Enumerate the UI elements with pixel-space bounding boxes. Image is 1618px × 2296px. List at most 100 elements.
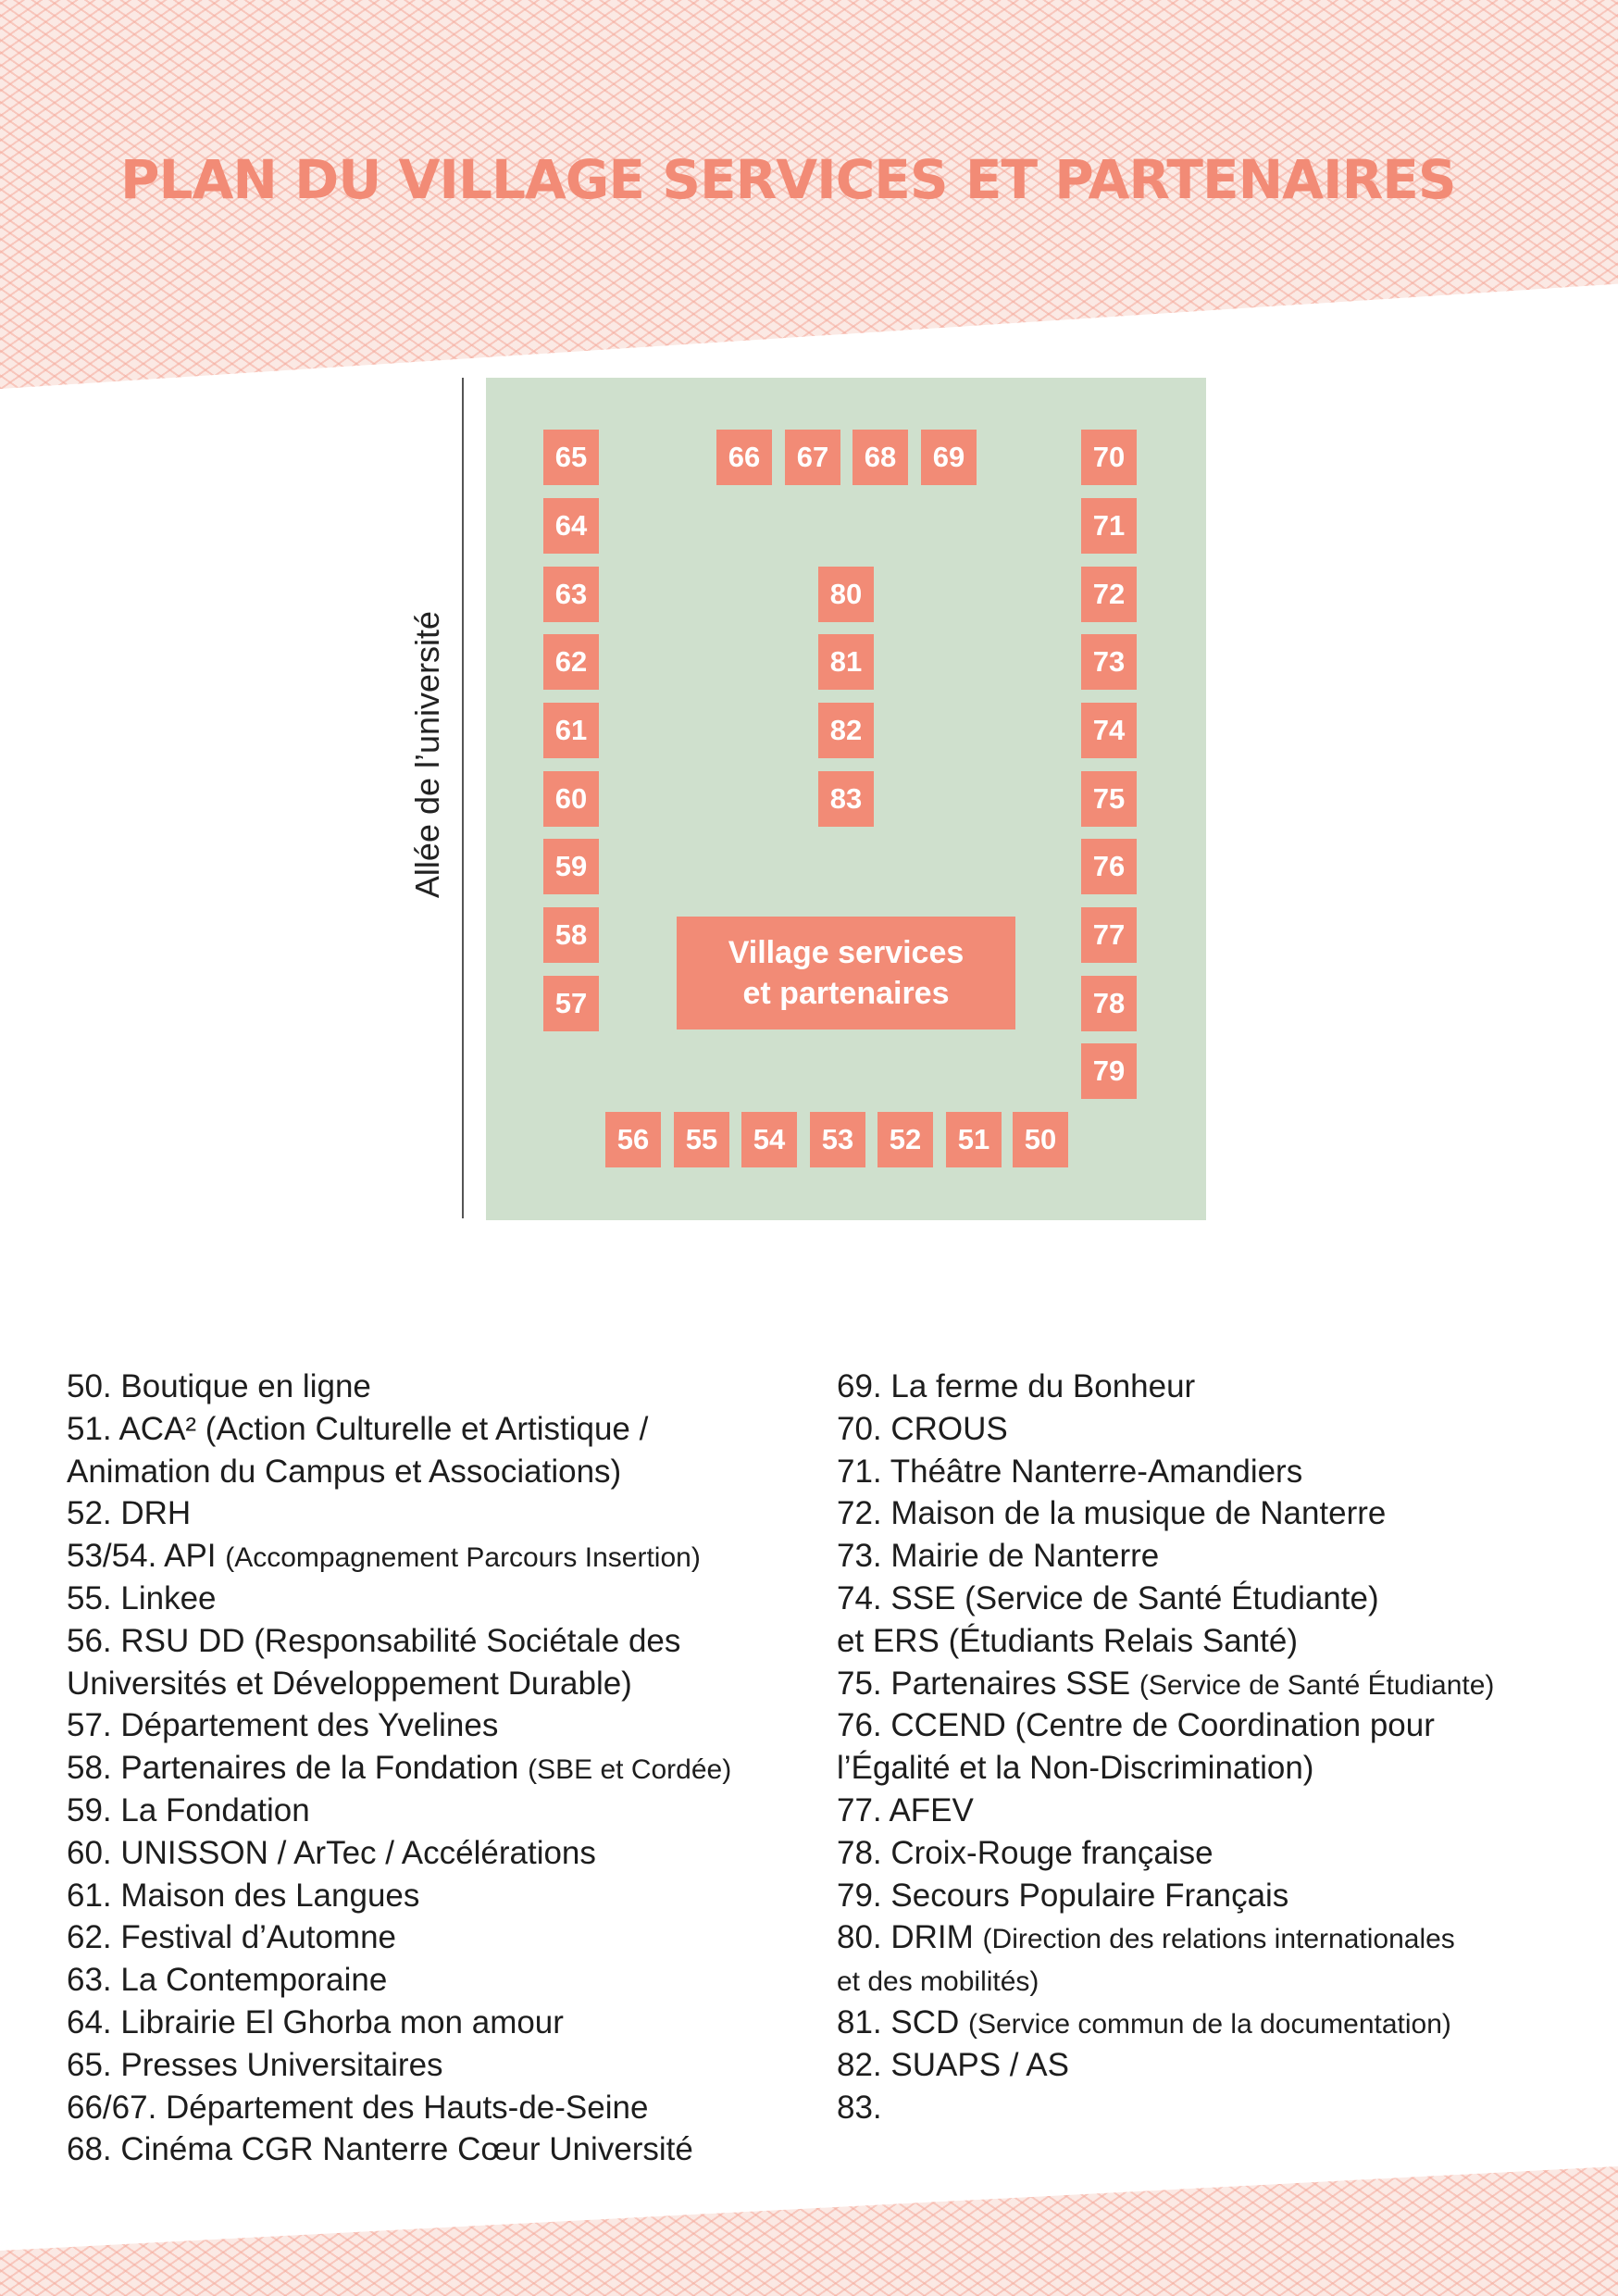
legend-item: 72. Maison de la musique de Nanterre bbox=[837, 1492, 1605, 1535]
legend-item: et des mobilités) bbox=[837, 1959, 1605, 2002]
stand-60: 60 bbox=[543, 771, 599, 827]
legend-item: 53/54. API (Accompagnement Parcours Inse… bbox=[67, 1535, 826, 1578]
village-label-line-2: et partenaires bbox=[742, 976, 950, 1011]
legend-item-detail: (Service commun de la documentation) bbox=[968, 2008, 1451, 2040]
legend-item-text: 70. CROUS bbox=[837, 1410, 1008, 1447]
stand-58: 58 bbox=[543, 907, 599, 963]
legend-item-text: 64. Librairie El Ghorba mon amour bbox=[67, 2003, 564, 2040]
stand-65: 65 bbox=[543, 430, 599, 485]
stand-81: 81 bbox=[818, 634, 874, 690]
legend-item-detail: (Service de Santé Étudiante) bbox=[1139, 1669, 1495, 1701]
stand-63: 63 bbox=[543, 567, 599, 622]
stand-62: 62 bbox=[543, 634, 599, 690]
legend-item-text: 73. Mairie de Nanterre bbox=[837, 1538, 1160, 1575]
legend-item-text: 76. CCEND (Centre de Coordination pour bbox=[837, 1707, 1435, 1744]
legend-item: et ERS (Étudiants Relais Santé) bbox=[837, 1620, 1605, 1663]
legend-item-text: 81. SCD bbox=[837, 2003, 968, 2040]
legend-item-text: 59. La Fondation bbox=[67, 1791, 310, 1828]
legend-item: 81. SCD (Service commun de la documentat… bbox=[837, 2002, 1605, 2044]
stand-53: 53 bbox=[810, 1112, 865, 1167]
legend-item-text: 71. Théâtre Nanterre-Amandiers bbox=[837, 1453, 1303, 1490]
stand-74: 74 bbox=[1081, 703, 1137, 758]
stand-52: 52 bbox=[877, 1112, 933, 1167]
legend-item: 80. DRIM (Direction des relations intern… bbox=[837, 1916, 1605, 1959]
stand-54: 54 bbox=[741, 1112, 797, 1167]
legend-item-text: et ERS (Étudiants Relais Santé) bbox=[837, 1622, 1299, 1659]
legend-item-text: 83. bbox=[837, 2089, 882, 2126]
stand-68: 68 bbox=[853, 430, 908, 485]
legend-item: 79. Secours Populaire Français bbox=[837, 1875, 1605, 1917]
legend-item-text: 57. Département des Yvelines bbox=[67, 1707, 499, 1744]
legend-item-text: 61. Maison des Langues bbox=[67, 1877, 420, 1914]
stand-78: 78 bbox=[1081, 976, 1137, 1031]
legend-item-text: Universités et Développement Durable) bbox=[67, 1665, 632, 1702]
stand-64: 64 bbox=[543, 498, 599, 554]
stand-51: 51 bbox=[946, 1112, 1002, 1167]
village-label-line-1: Village services bbox=[728, 935, 965, 970]
legend-item-text: 77. AFEV bbox=[837, 1791, 974, 1828]
legend-item-text: 72. Maison de la musique de Nanterre bbox=[837, 1495, 1387, 1532]
allee-label: Allée de l’université bbox=[408, 610, 446, 899]
legend-item-text: 82. SUAPS / AS bbox=[837, 2046, 1069, 2083]
legend-left-column: 50. Boutique en ligne 51. ACA² (Action Cu… bbox=[67, 1366, 826, 2171]
legend-item-text: 63. La Contemporaine bbox=[67, 1962, 388, 1999]
legend-item: 74. SSE (Service de Santé Étudiante) bbox=[837, 1578, 1605, 1620]
legend-item-text: 62. Festival d’Automne bbox=[67, 1919, 397, 1956]
legend-item: 76. CCEND (Centre de Coordination pour bbox=[837, 1704, 1605, 1747]
stand-76: 76 bbox=[1081, 839, 1137, 894]
legend-item-text: 69. La ferme du Bonheur bbox=[837, 1368, 1196, 1404]
header-pattern-band bbox=[0, 0, 1618, 389]
legend-item: 60. UNISSON / ArTec / Accélérations bbox=[67, 1832, 826, 1875]
legend-item: 58. Partenaires de la Fondation (SBE et … bbox=[67, 1747, 826, 1790]
legend-item-detail: (Direction des relations internationales bbox=[982, 1924, 1455, 1955]
stand-59: 59 bbox=[543, 839, 599, 894]
legend-item-text: 75. Partenaires SSE bbox=[837, 1665, 1139, 1702]
legend-item: 59. La Fondation bbox=[67, 1790, 826, 1832]
page-title: PLAN DU VILLAGE SERVICES ET PARTENAIRES bbox=[120, 148, 1457, 211]
legend-item-text: 58. Partenaires de la Fondation bbox=[67, 1750, 529, 1787]
legend-item-text: Animation du Campus et Associations) bbox=[67, 1453, 622, 1490]
legend-item-text: 55. Linkee bbox=[67, 1579, 217, 1616]
legend-item-text: 68. Cinéma CGR Nanterre Cœur Université bbox=[67, 2131, 693, 2168]
legend-item-text: 60. UNISSON / ArTec / Accélérations bbox=[67, 1834, 596, 1871]
legend-item: 64. Librairie El Ghorba mon amour bbox=[67, 2002, 826, 2044]
legend-item-detail: (SBE et Cordée) bbox=[528, 1754, 732, 1786]
legend-item: 50. Boutique en ligne bbox=[67, 1366, 826, 1408]
legend-item-text: 80. DRIM bbox=[837, 1919, 983, 1956]
legend-item: 65. Presses Universitaires bbox=[67, 2044, 826, 2087]
legend-item-text: 78. Croix-Rouge française bbox=[837, 1834, 1214, 1871]
stand-77: 77 bbox=[1081, 907, 1137, 963]
legend-item: 71. Théâtre Nanterre-Amandiers bbox=[837, 1451, 1605, 1493]
legend-item-text: 66/67. Département des Hauts-de-Seine bbox=[67, 2089, 649, 2126]
legend-item-text: 50. Boutique en ligne bbox=[67, 1368, 371, 1404]
legend-item: 77. AFEV bbox=[837, 1790, 1605, 1832]
legend-item: 52. DRH bbox=[67, 1492, 826, 1535]
stand-73: 73 bbox=[1081, 634, 1137, 690]
legend-item: 63. La Contemporaine bbox=[67, 1959, 826, 2002]
legend-item-detail: (Accompagnement Parcours Insertion) bbox=[225, 1542, 701, 1574]
legend-item: 78. Croix-Rouge française bbox=[837, 1832, 1605, 1875]
legend-item-detail: et des mobilités) bbox=[837, 1966, 1039, 1998]
stand-56: 56 bbox=[605, 1112, 661, 1167]
stand-71: 71 bbox=[1081, 498, 1137, 554]
stand-82: 82 bbox=[818, 703, 874, 758]
legend-item: Universités et Développement Durable) bbox=[67, 1663, 826, 1705]
legend-item: 69. La ferme du Bonheur bbox=[837, 1366, 1605, 1408]
legend-item: 68. Cinéma CGR Nanterre Cœur Université bbox=[67, 2128, 826, 2171]
legend-item: 66/67. Département des Hauts-de-Seine bbox=[67, 2087, 826, 2129]
legend-item-text: 52. DRH bbox=[67, 1495, 192, 1532]
stand-66: 66 bbox=[716, 430, 772, 485]
stand-67: 67 bbox=[785, 430, 840, 485]
legend-item-text: l’Égalité et la Non-Discrimination) bbox=[837, 1750, 1314, 1787]
legend-item-text: 74. SSE (Service de Santé Étudiante) bbox=[837, 1579, 1379, 1616]
legend-item-text: 65. Presses Universitaires bbox=[67, 2046, 443, 2083]
stand-50: 50 bbox=[1013, 1112, 1068, 1167]
legend-item: 61. Maison des Langues bbox=[67, 1875, 826, 1917]
legend-item: Animation du Campus et Associations) bbox=[67, 1451, 826, 1493]
stand-57: 57 bbox=[543, 976, 599, 1031]
legend-item: 57. Département des Yvelines bbox=[67, 1704, 826, 1747]
allee-line bbox=[462, 378, 464, 1218]
stand-83: 83 bbox=[818, 771, 874, 827]
legend-item: 82. SUAPS / AS bbox=[837, 2044, 1605, 2087]
legend-item: 51. ACA² (Action Culturelle et Artistiqu… bbox=[67, 1408, 826, 1451]
